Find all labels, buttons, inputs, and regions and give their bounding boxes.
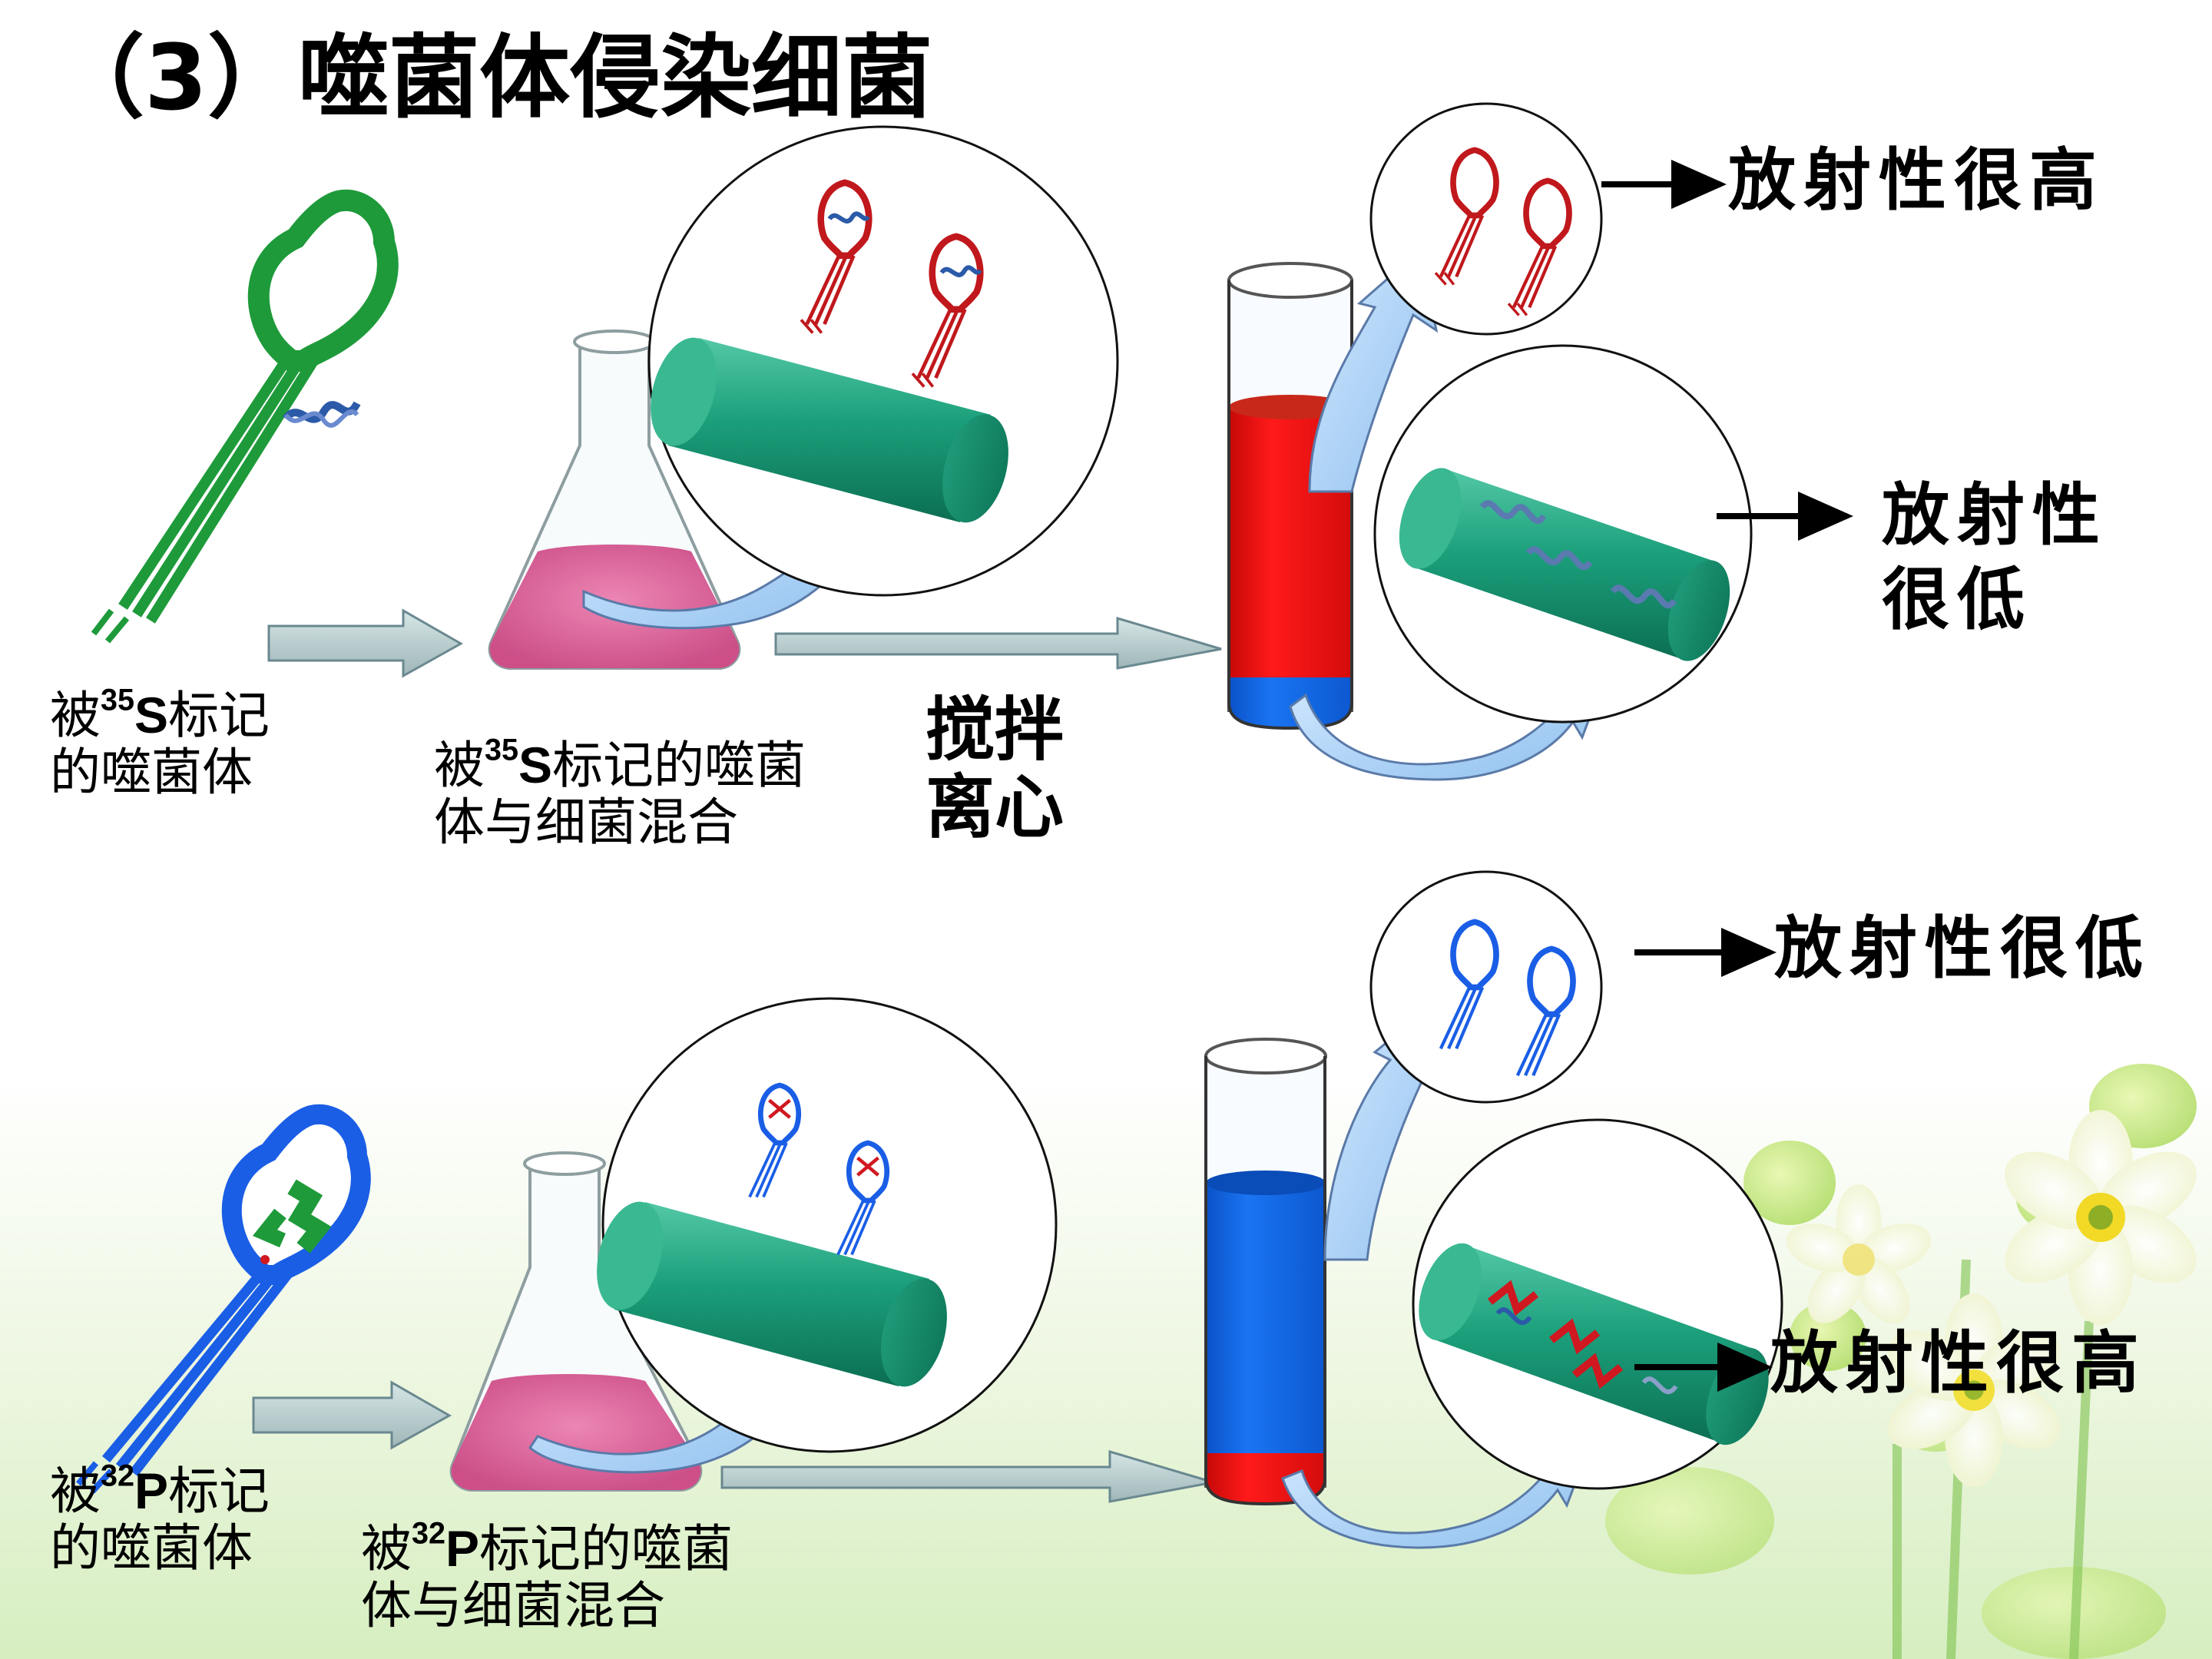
arrow-to-centrifuge-top — [774, 616, 1222, 670]
phage-p32-illustration — [75, 1104, 371, 1494]
arrow-pellet-to-circle-top — [1289, 674, 1608, 781]
arrow-add-to-flask-top — [267, 608, 464, 678]
label-phage-s35: 被35S标记 的噬菌体 — [50, 683, 270, 802]
phage-s35-illustration — [91, 189, 399, 644]
arrow-add-to-flask-bottom — [252, 1380, 452, 1450]
decorative-flowers — [1605, 1064, 2197, 1659]
result-supernatant-s35: 放射性很高 — [1728, 140, 2105, 220]
page-title: （3）噬菌体侵染细菌 — [54, 25, 933, 131]
arrow-pellet-to-circle-bottom — [1281, 1442, 1592, 1549]
result-pellet-p32: 放射性很高 — [1770, 1323, 2147, 1402]
centrifuge-tube-bottom — [1204, 1038, 1327, 1506]
result-pellet-s35: 放射性 很低 — [1882, 475, 2108, 639]
bacterium-pellet-top — [1399, 468, 1730, 661]
supernatant-bottom — [1206, 1183, 1325, 1453]
bacterium-bottom-zoom — [597, 1201, 947, 1387]
labeled-phages-bottom-zoom — [748, 1082, 889, 1256]
label-mix-p32: 被32P标记的噬菌 体与细菌混合 — [361, 1516, 733, 1635]
label-phage-p32: 被32P标记 的噬菌体 — [50, 1459, 270, 1578]
label-stir-centrifuge: 搅拌 离心 — [926, 689, 1064, 848]
labeled-phages-top-zoom — [801, 183, 980, 387]
label-mix-s35: 被35S标记的噬菌 体与细菌混合 — [434, 733, 806, 852]
bacterium-top-zoom — [651, 337, 1008, 523]
phage-ghosts-bottom — [1439, 919, 1576, 1077]
pellet-top — [1229, 676, 1352, 728]
centrifuge-tube-top — [1227, 262, 1353, 730]
result-supernatant-p32: 放射性很低 — [1774, 908, 2151, 988]
result-circle-supernatant-bottom — [1369, 870, 1603, 1104]
arrow-to-centrifuge-bottom — [720, 1449, 1214, 1503]
